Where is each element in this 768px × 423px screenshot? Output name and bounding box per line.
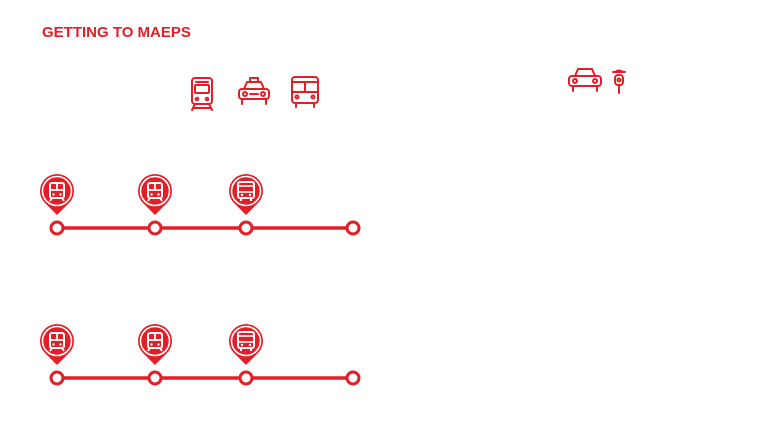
- route-marker-bus: [229, 323, 263, 365]
- route-stop: [49, 370, 65, 386]
- route-marker-train: [40, 173, 75, 215]
- route-stop: [345, 370, 361, 386]
- bus-icon: [291, 76, 319, 108]
- route-line-2: [40, 323, 361, 386]
- train-icon: [191, 77, 213, 111]
- route-marker-train: [40, 323, 75, 365]
- bus-icon: [237, 331, 255, 351]
- route-marker-train: [138, 173, 173, 215]
- taxi-icon: [238, 77, 270, 105]
- route-marker-bus: [229, 173, 263, 215]
- train-icon: [49, 182, 65, 202]
- route-stop: [345, 220, 361, 236]
- route-stop: [147, 370, 163, 386]
- route-stop: [49, 220, 65, 236]
- route-line-1: [40, 173, 361, 236]
- route-stop: [147, 220, 163, 236]
- motorcycle-icon: [612, 69, 626, 94]
- bus-icon: [237, 181, 255, 201]
- train-icon: [147, 332, 163, 352]
- route-marker-train: [138, 323, 173, 365]
- train-icon: [147, 182, 163, 202]
- page-title: GETTING TO MAEPS: [42, 24, 191, 41]
- car-icon: [568, 68, 602, 92]
- route-stop: [238, 220, 254, 236]
- route-stop: [238, 370, 254, 386]
- train-icon: [49, 332, 65, 352]
